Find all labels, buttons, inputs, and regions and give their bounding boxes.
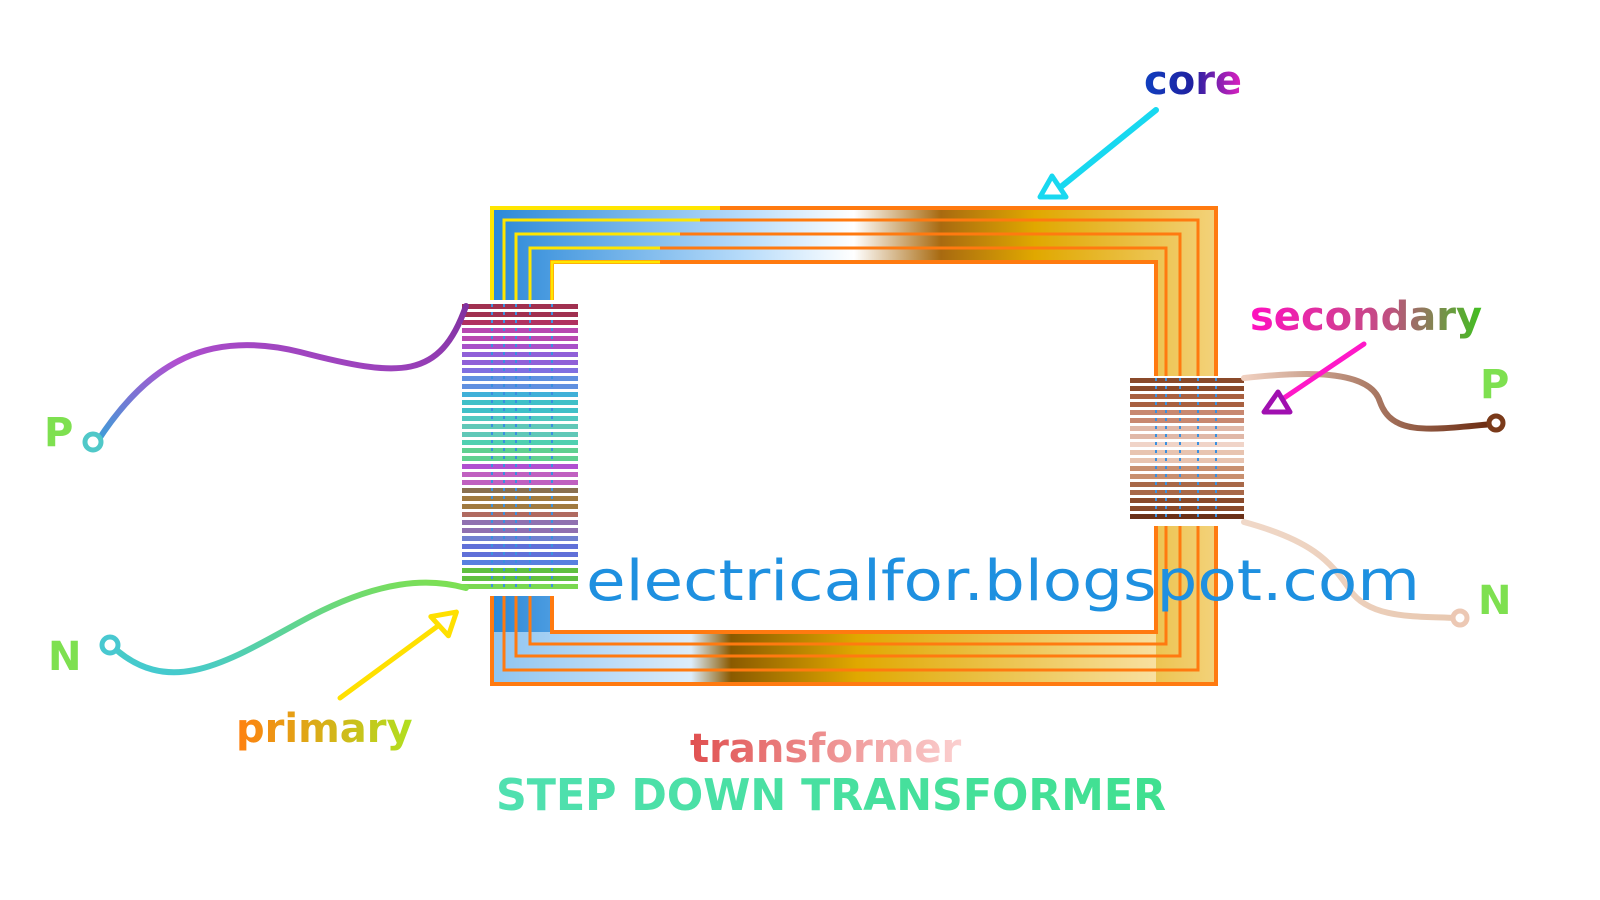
primary-turn — [462, 544, 578, 549]
secondary-turn — [1130, 450, 1244, 455]
primary-turn — [462, 352, 578, 357]
primary-terminal-n — [99, 634, 121, 656]
secondary-turn — [1130, 426, 1244, 431]
primary-turn — [462, 520, 578, 525]
primary-turn — [462, 408, 578, 413]
primary-lead-p — [94, 303, 469, 445]
secondary-turn — [1130, 490, 1244, 495]
core-arrow-icon — [1037, 107, 1159, 200]
primary-turn — [462, 320, 578, 325]
secondary-winding — [1130, 376, 1244, 526]
primary-turn — [462, 584, 578, 589]
primary-turn — [462, 576, 578, 581]
secondary-turn — [1130, 378, 1244, 383]
primary-turn — [462, 568, 578, 573]
primary-turn — [462, 368, 578, 373]
primary-turn — [462, 312, 578, 317]
secondary-turn — [1130, 474, 1244, 479]
primary-turn — [462, 432, 578, 437]
secondary-terminal-p — [1486, 413, 1506, 433]
primary-turn — [462, 456, 578, 461]
primary-turn — [462, 472, 578, 477]
secondary-lead-n — [1241, 519, 1459, 621]
primary-turn — [462, 392, 578, 397]
primary-turn — [462, 344, 578, 349]
primary-turn — [462, 448, 578, 453]
secondary-turn — [1130, 434, 1244, 439]
primary-turn — [462, 536, 578, 541]
primary-turn — [462, 336, 578, 341]
secondary-turn — [1130, 482, 1244, 487]
primary-turn — [462, 376, 578, 381]
primary-turn — [462, 552, 578, 557]
primary-turn — [462, 496, 578, 501]
secondary-turn — [1130, 394, 1244, 399]
primary-turn — [462, 560, 578, 565]
secondary-turn — [1130, 498, 1244, 503]
secondary-turn — [1130, 466, 1244, 471]
primary-arrow-icon — [337, 609, 459, 701]
secondary-turn — [1130, 386, 1244, 391]
secondary-turn — [1130, 458, 1244, 463]
primary-turn — [462, 464, 578, 469]
secondary-label: secondary — [1250, 294, 1482, 340]
secondary-terminal-n — [1450, 608, 1470, 628]
secondary-turn — [1130, 514, 1244, 519]
primary-turn — [462, 488, 578, 493]
watermark-text: electricalfor.blogspot.com — [586, 549, 1420, 614]
primary-lead-n — [109, 579, 469, 676]
secondary-lead-p — [1241, 371, 1495, 432]
primary-label: primary — [236, 706, 413, 752]
secondary-p-label: P — [1480, 362, 1509, 408]
primary-p-label: P — [44, 410, 73, 456]
primary-turn — [462, 416, 578, 421]
core-yellow-accent — [490, 206, 720, 300]
primary-turn — [462, 440, 578, 445]
secondary-turn — [1130, 402, 1244, 407]
core-bottom-band — [492, 632, 1156, 684]
core — [490, 206, 1218, 686]
primary-turn — [462, 480, 578, 485]
primary-turn — [462, 528, 578, 533]
primary-turn — [462, 384, 578, 389]
secondary-turn — [1130, 442, 1244, 447]
caption-main: STEP DOWN TRANSFORMER — [496, 770, 1166, 821]
primary-turn — [462, 304, 578, 309]
primary-turn — [462, 504, 578, 509]
primary-n-label: N — [48, 634, 81, 680]
primary-winding — [462, 300, 578, 596]
secondary-n-label: N — [1478, 578, 1511, 624]
secondary-turn — [1130, 410, 1244, 415]
primary-turn — [462, 328, 578, 333]
primary-turn — [462, 424, 578, 429]
primary-turn — [462, 512, 578, 517]
primary-turn — [462, 360, 578, 365]
secondary-arrow-icon — [1261, 341, 1367, 415]
primary-turn — [462, 400, 578, 405]
core-label: core — [1144, 58, 1242, 104]
primary-terminal-p — [82, 431, 104, 453]
caption-small: transformer — [690, 726, 962, 772]
secondary-turn — [1130, 506, 1244, 511]
secondary-turn — [1130, 418, 1244, 423]
